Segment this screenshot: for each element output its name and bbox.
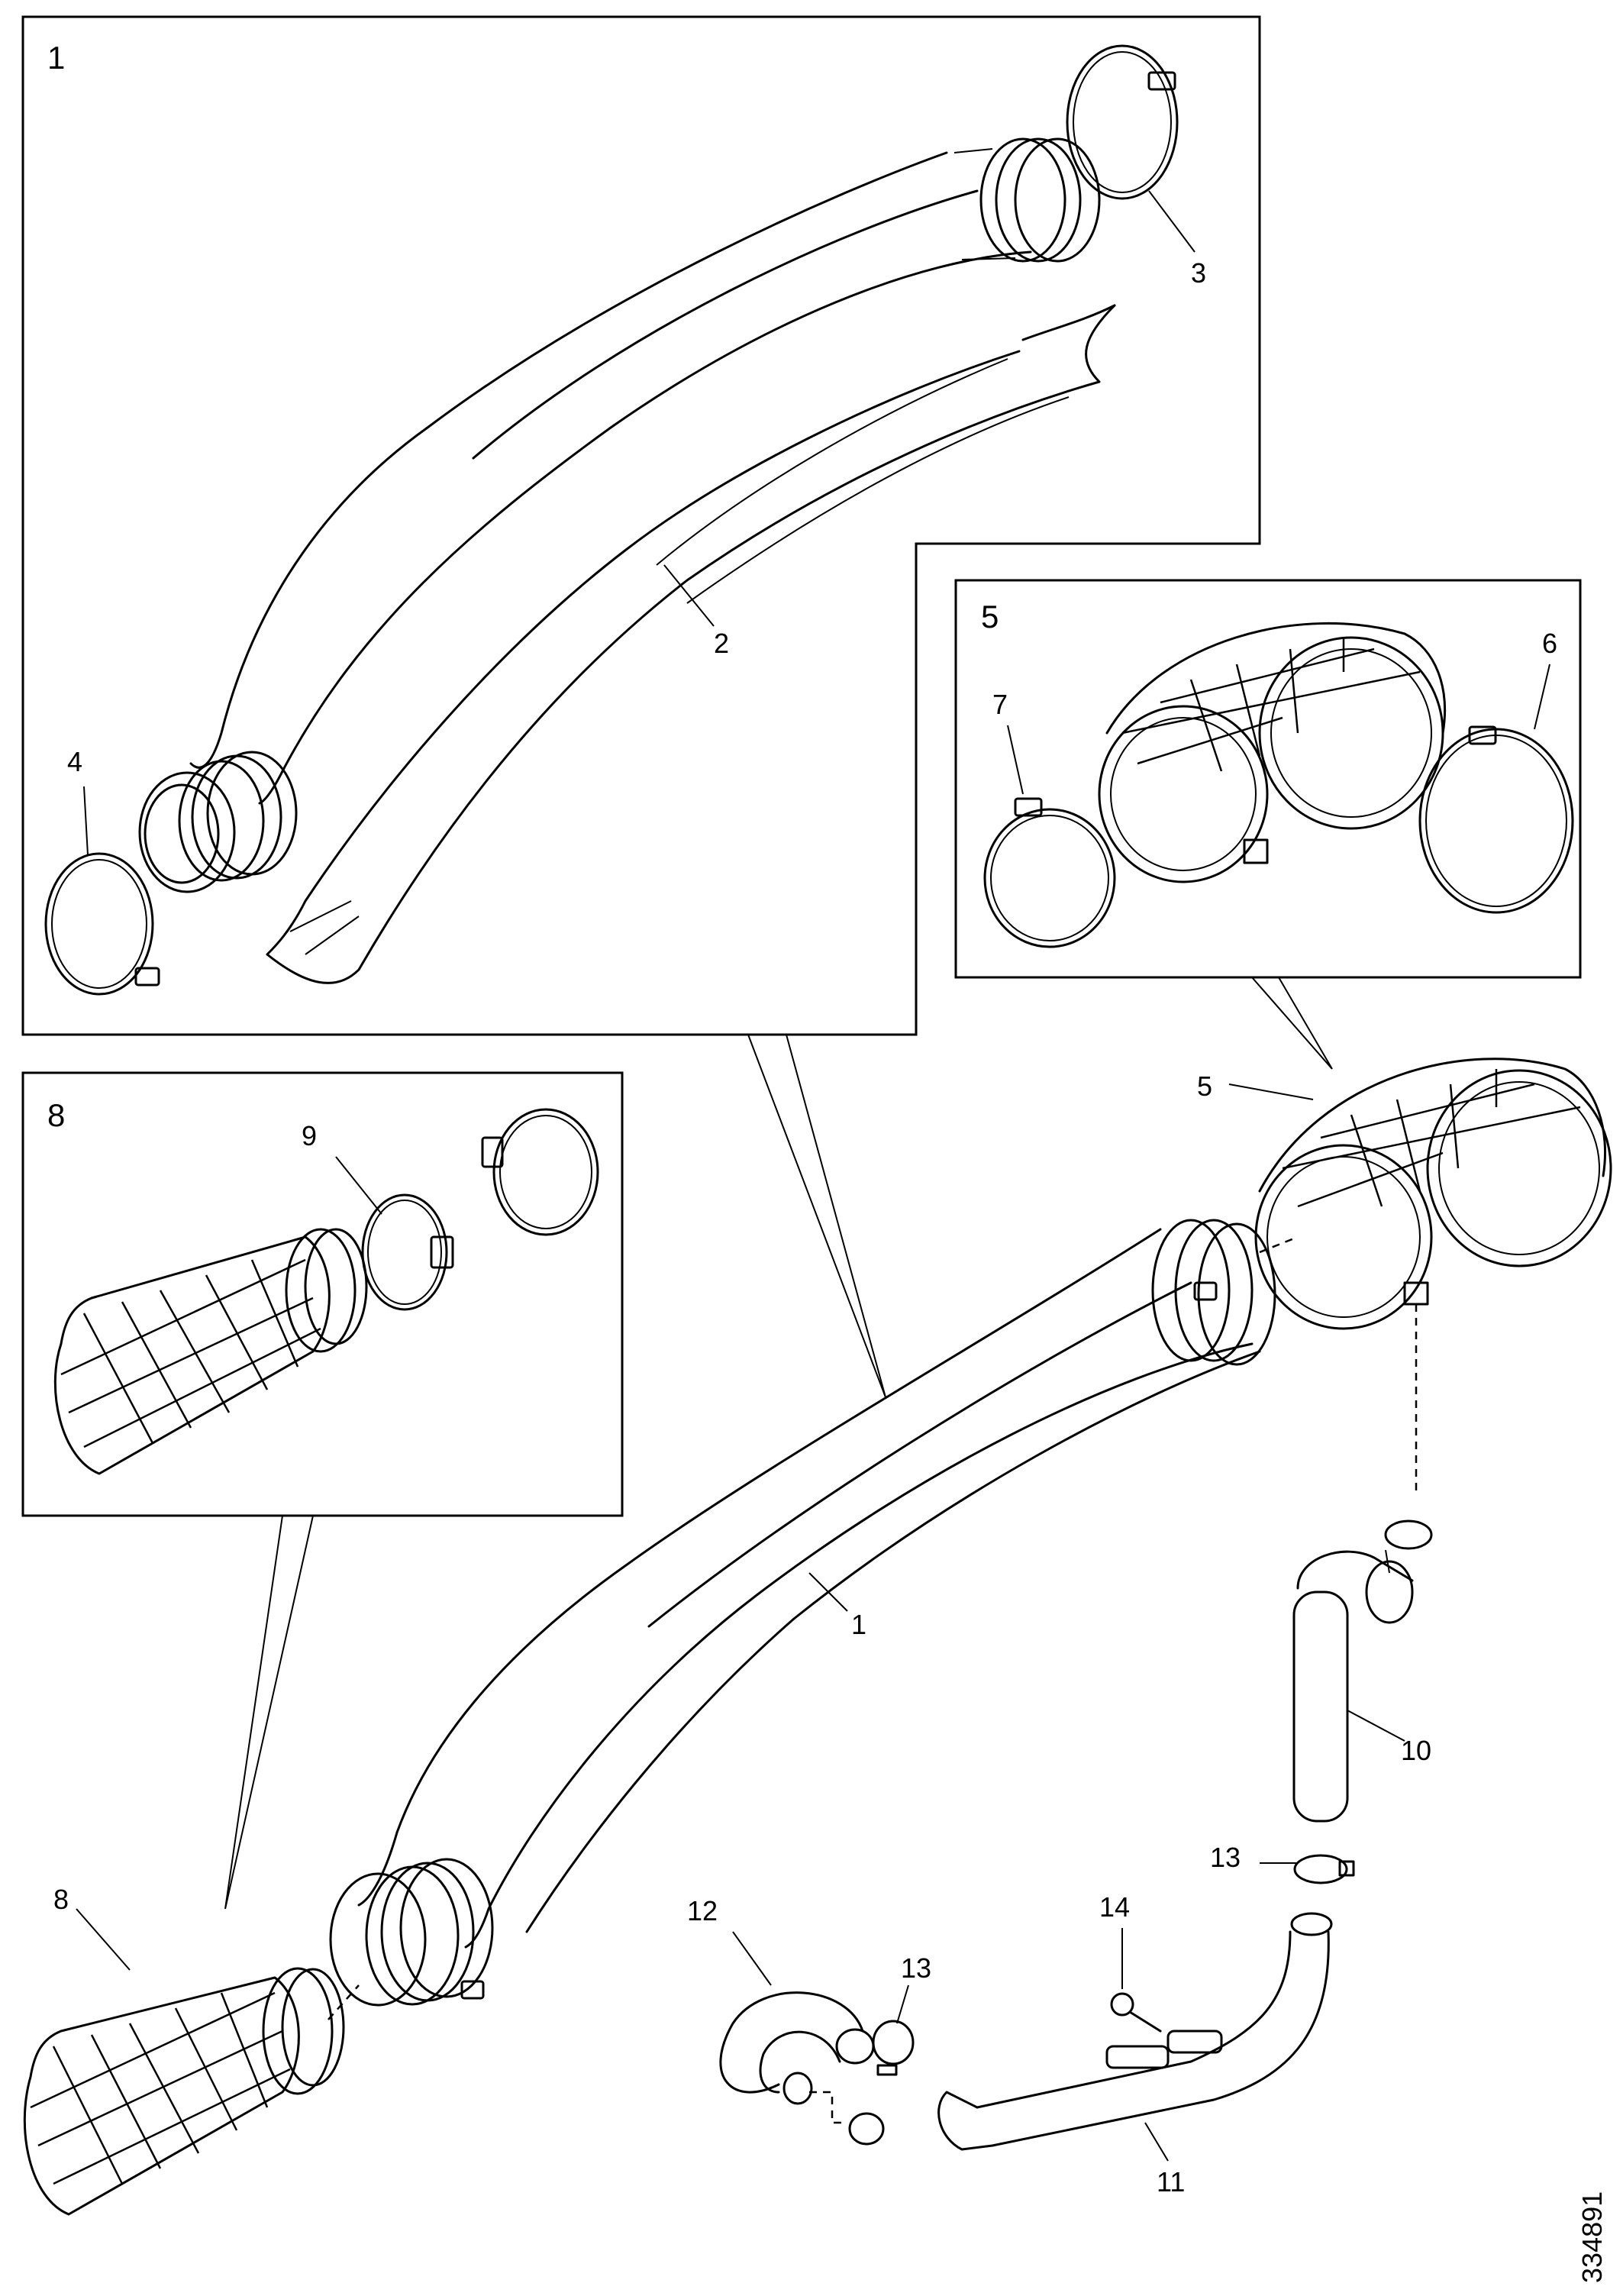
callout-2: 2 bbox=[714, 628, 729, 659]
callout-6: 6 bbox=[1542, 628, 1557, 659]
reference-number: 334891 bbox=[1576, 2191, 1608, 2283]
drain-pipe bbox=[1292, 1519, 1433, 1823]
callout-4: 4 bbox=[67, 746, 82, 777]
panel-8-label: 8 bbox=[47, 1097, 65, 1133]
hose-clamp-13-upper bbox=[1293, 1854, 1355, 1884]
callout-8-main: 8 bbox=[53, 1884, 69, 1915]
hose-clamp-13-lower bbox=[872, 2020, 915, 2076]
heat-shield bbox=[266, 304, 1116, 984]
detail-panel-8: 8 9 bbox=[21, 1071, 624, 1517]
callout-1: 1 bbox=[851, 1609, 866, 1640]
intake-pipe bbox=[329, 1219, 1276, 2007]
hose-clamp-6 bbox=[1418, 725, 1574, 914]
intake-pipe-upper-part bbox=[138, 137, 1101, 893]
detail-panel-5: 5 7 6 bbox=[954, 579, 1582, 979]
hose-clamp-7 bbox=[983, 797, 1116, 948]
hose-clamp-panel-8 bbox=[481, 1108, 599, 1236]
detail-panel-1: 1 bbox=[21, 15, 1261, 1036]
panel-5-label: 5 bbox=[981, 599, 999, 635]
callout-14: 14 bbox=[1099, 1891, 1130, 1923]
callout-13-upper: 13 bbox=[1210, 1842, 1241, 1873]
bolt bbox=[1110, 1992, 1162, 2033]
main-assembly: 5 1 10 13 14 13 12 11 8 bbox=[23, 1058, 1612, 2216]
pre-filter-cage bbox=[53, 1228, 368, 1475]
hose-clamp-3 bbox=[1066, 44, 1179, 200]
callout-5-main: 5 bbox=[1197, 1070, 1212, 1102]
panel-1-label: 1 bbox=[47, 40, 65, 76]
callout-11: 11 bbox=[1157, 2166, 1185, 2198]
hose-clamp-9 bbox=[361, 1193, 454, 1311]
breather-pipe bbox=[937, 1912, 1333, 2151]
callout-3: 3 bbox=[1191, 257, 1206, 289]
pre-filter-cage-main bbox=[23, 1967, 360, 2216]
callout-10: 10 bbox=[1401, 1735, 1431, 1766]
callout-13-lower: 13 bbox=[901, 1952, 931, 1984]
callout-9: 9 bbox=[302, 1120, 317, 1151]
elbow-hose bbox=[1098, 622, 1447, 883]
callout-7: 7 bbox=[992, 689, 1008, 720]
callout-12: 12 bbox=[687, 1895, 718, 1926]
hose-clamp-4 bbox=[44, 852, 160, 996]
hose-section bbox=[719, 1991, 885, 2146]
elbow-hose-main bbox=[1254, 1058, 1612, 1497]
